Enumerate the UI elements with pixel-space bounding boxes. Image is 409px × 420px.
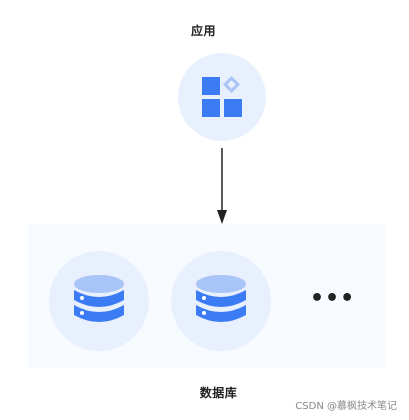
watermark: CSDN @慕枫技术笔记: [295, 401, 397, 412]
database-panel: •••: [28, 224, 385, 368]
app-grid-icon: [202, 76, 242, 117]
database-icon: [196, 275, 246, 322]
database-node: [171, 251, 271, 351]
app-node: [178, 53, 266, 141]
database-node: [49, 251, 149, 351]
flow-arrow: [217, 148, 227, 224]
database-label: 数据库: [199, 386, 238, 400]
app-label: 应用: [190, 24, 216, 38]
more-databases-ellipsis: •••: [310, 286, 356, 311]
database-icon: [74, 275, 124, 322]
